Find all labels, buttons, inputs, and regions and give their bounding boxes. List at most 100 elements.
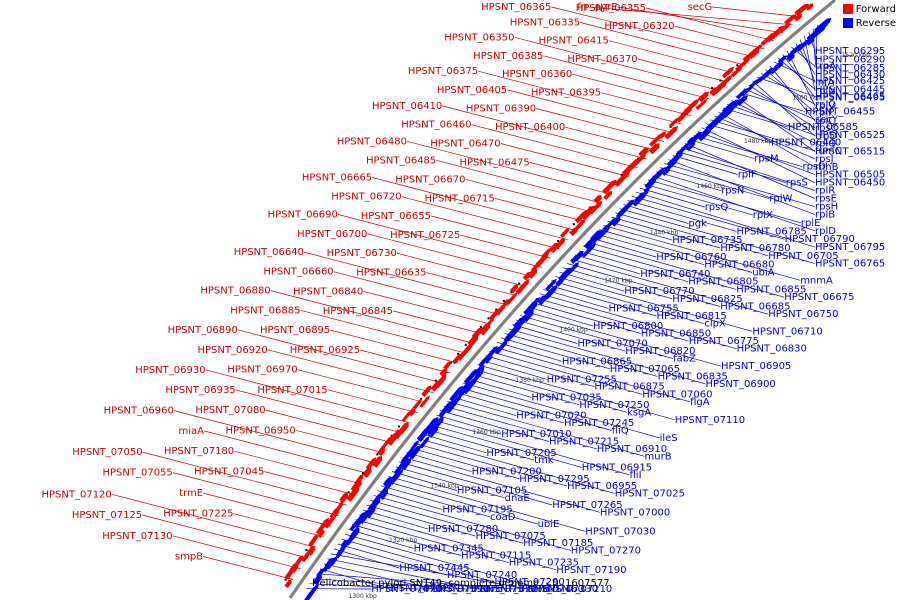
- reverse-gene-label: HPSNT_06445: [815, 84, 885, 95]
- label-connector: [516, 319, 626, 352]
- reverse-gene-label: flgA: [690, 397, 710, 408]
- forward-gene-label: HPSNT_07055: [102, 468, 172, 479]
- label-connector: [235, 389, 402, 434]
- forward-gene-arrow: [509, 284, 519, 294]
- scale-mark-label: 1340 kbp: [430, 482, 458, 489]
- reverse-gene-label: dnaE: [505, 493, 530, 504]
- reverse-gene-label: HPSNT_07390: [419, 584, 489, 595]
- reverse-gene-label: ileS: [660, 433, 678, 444]
- reverse-gene-label: HPSNT_06290: [815, 55, 885, 66]
- forward-gene-label: HPSNT_07015: [257, 385, 327, 396]
- reverse-gene-label: rplD: [815, 226, 836, 237]
- forward-gene-arrow: [664, 125, 679, 140]
- reverse-gene-arrow: [545, 278, 557, 291]
- legend-reverse-label: Reverse: [855, 17, 896, 29]
- reverse-gene-label: HPSNT_07185: [523, 538, 593, 549]
- reverse-gene-label: rpsH: [815, 202, 838, 213]
- label-connector: [579, 250, 689, 283]
- tick-dot: [510, 291, 513, 294]
- forward-gene-arrow: [735, 57, 751, 72]
- label-connector: [705, 123, 772, 144]
- reverse-gene-arrow: [786, 54, 795, 62]
- forward-gene-label: HPSNT_06895: [260, 325, 330, 336]
- label-connector: [233, 513, 324, 538]
- tick-dot: [495, 308, 498, 311]
- reverse-gene-label: HPSNT_06780: [720, 243, 790, 254]
- reverse-gene-label: HPSNT_06900: [706, 379, 776, 390]
- reverse-gene-label: HPSNT_07245: [564, 418, 634, 429]
- label-connector: [647, 179, 801, 224]
- forward-gene-label: HPSNT_06635: [356, 268, 426, 279]
- label-connector: [477, 364, 675, 421]
- tick-dot: [434, 379, 437, 382]
- legend-forward: Forward: [842, 2, 896, 16]
- tick-dot: [284, 578, 287, 581]
- reverse-gene-label: HPSNT_07250: [579, 400, 649, 411]
- scale-mark-label: 1460 kbp: [697, 183, 725, 190]
- forward-gene-label: HPSNT_06715: [424, 193, 494, 204]
- tick-dot: [347, 491, 350, 494]
- forward-gene-label: HPSNT_06880: [200, 286, 270, 297]
- label-connector: [617, 6, 784, 34]
- forward-gene-arrow: [721, 66, 735, 79]
- forward-gene-label: frr: [577, 2, 589, 13]
- reverse-gene-arrow: [400, 446, 415, 464]
- reverse-gene-label: HPSNT_07075: [476, 531, 546, 542]
- forward-gene-arrow: [293, 555, 304, 568]
- reverse-gene-label: HPSNT_07370: [466, 584, 536, 595]
- reverse-gene-arrow: [675, 141, 691, 157]
- label-connector: [439, 410, 550, 442]
- label-connector: [330, 553, 528, 590]
- label-connector: [563, 267, 673, 300]
- forward-gene-label: HPSNT_06400: [495, 122, 565, 133]
- label-connector: [460, 234, 551, 259]
- label-connector: [413, 442, 568, 487]
- label-connector: [267, 349, 434, 394]
- tick-dot: [420, 397, 423, 400]
- label-connector: [697, 131, 816, 175]
- forward-gene-label: HPSNT_06970: [227, 365, 297, 376]
- label-connector: [300, 309, 467, 354]
- label-connector: [615, 212, 769, 257]
- forward-gene-arrow: [717, 74, 734, 90]
- label-connector: [551, 280, 705, 325]
- reverse-gene-label: clpX: [704, 319, 726, 330]
- label-connector: [172, 535, 301, 570]
- reverse-gene-arrow: [769, 67, 778, 75]
- label-connector: [684, 143, 816, 199]
- tick-dot: [457, 352, 460, 355]
- forward-gene-arrow: [805, 3, 814, 11]
- label-connector: [710, 119, 816, 152]
- label-connector: [739, 92, 805, 112]
- forward-gene-label: pyrE: [595, 2, 618, 13]
- reverse-gene-label: HPSNT_06710: [752, 326, 822, 337]
- forward-gene-arrow: [434, 374, 447, 389]
- tick-dot: [464, 343, 467, 346]
- forward-gene-label: HPSNT_07125: [72, 510, 142, 521]
- forward-gene-label: HPSNT_07080: [195, 405, 265, 416]
- forward-gene-label: HPSNT_06365: [481, 2, 551, 13]
- reverse-gene-arrow: [424, 416, 439, 434]
- reverse-gene-label: HPSNT_07035: [531, 392, 601, 403]
- tick-dot: [376, 453, 379, 456]
- forward-gene-label: HPSNT_06355: [576, 3, 646, 14]
- label-connector: [743, 88, 816, 121]
- label-connector: [712, 6, 803, 18]
- label-connector: [567, 263, 721, 307]
- label-connector: [391, 471, 457, 491]
- forward-gene-label: HPSNT_06700: [297, 229, 367, 240]
- label-connector: [535, 297, 689, 342]
- label-connector: [508, 328, 706, 385]
- reverse-gene-label: HPSNT_07205: [486, 448, 556, 459]
- reverse-gene-label: HPSNT_07105: [457, 486, 527, 497]
- forward-gene-label: HPSNT_06405: [437, 85, 507, 96]
- scale-mark-label: 1300 kbp: [349, 593, 377, 600]
- label-connector: [531, 302, 641, 334]
- label-connector: [367, 233, 534, 278]
- reverse-gene-label: HPSNT_06750: [768, 309, 838, 320]
- forward-gene-arrow: [306, 545, 316, 556]
- forward-gene-label: HPSNT_06395: [531, 88, 601, 99]
- forward-gene-label: HPSNT_06720: [331, 192, 401, 203]
- forward-gene-label: HPSNT_06475: [459, 157, 529, 168]
- label-connector: [395, 466, 505, 499]
